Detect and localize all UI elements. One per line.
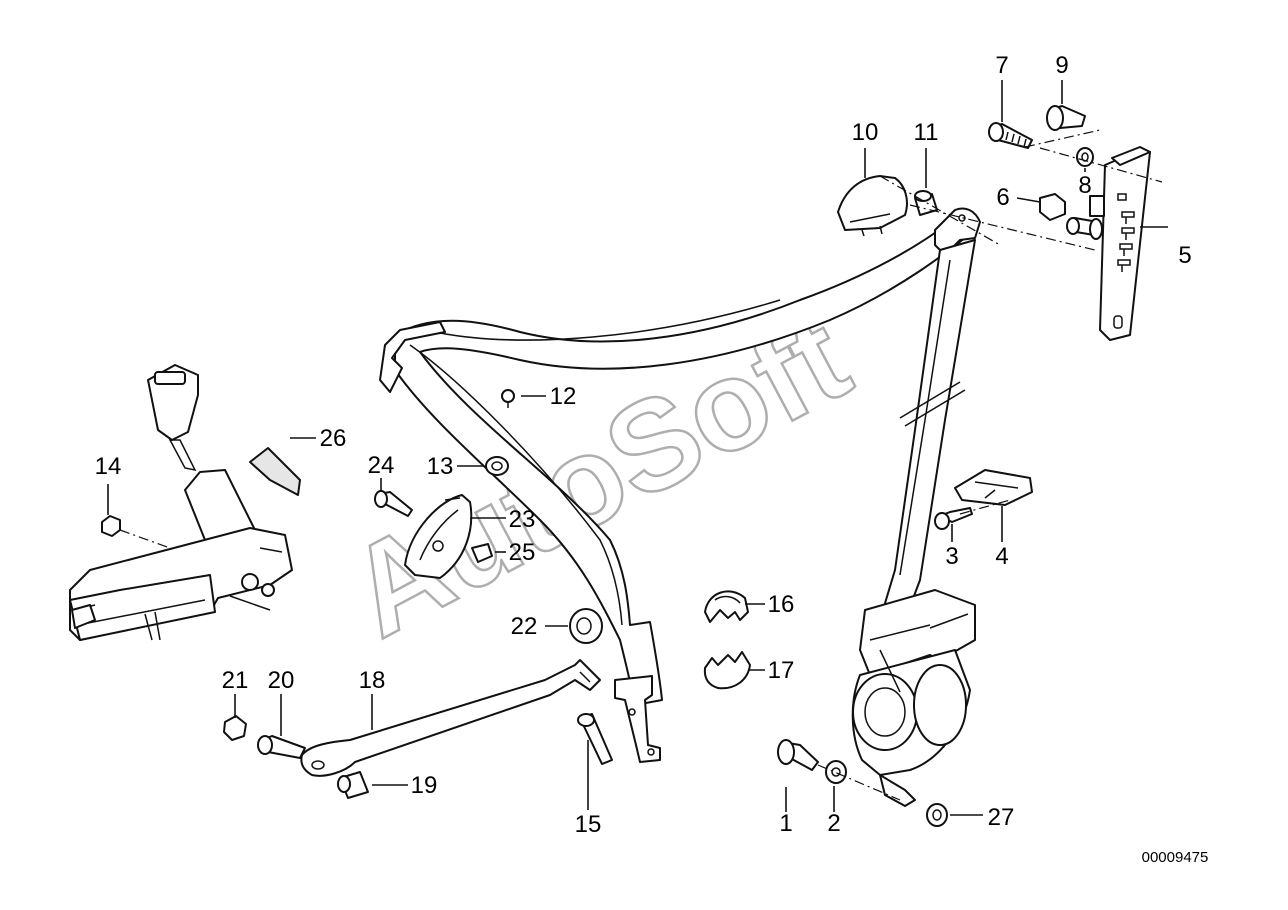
bolt-20 [257, 735, 306, 759]
buckle-assembly [69, 364, 293, 641]
slider-nut-6 [1039, 193, 1066, 221]
trim-piece-26 [249, 447, 301, 496]
callout-20: 20 [268, 667, 295, 694]
bolt-1 [777, 739, 819, 771]
callout-26: 26 [320, 425, 347, 452]
callout-9: 9 [1055, 52, 1068, 79]
height-adjuster-rail [1089, 146, 1151, 341]
callout-24: 24 [368, 452, 395, 479]
callout-22: 22 [511, 613, 538, 640]
grommet-13 [485, 456, 509, 476]
callout-11: 11 [914, 119, 939, 146]
nut-27 [926, 803, 948, 827]
leader-lines [107, 80, 1168, 816]
callout-5: 5 [1178, 242, 1191, 269]
diagram-id: 00009475 [1142, 849, 1209, 866]
callout-1: 1 [779, 810, 792, 837]
anchor-bar-18 [300, 659, 601, 777]
callout-23: 23 [509, 506, 536, 533]
clip-16 [704, 590, 749, 623]
callout-4: 4 [995, 543, 1008, 570]
cap-12 [501, 389, 515, 408]
nut-14 [101, 515, 121, 537]
callout-8: 8 [1078, 172, 1091, 199]
anchor-cover-10 [837, 175, 908, 237]
washer-2 [825, 760, 847, 784]
callout-25: 25 [509, 539, 536, 566]
callout-14: 14 [95, 453, 122, 480]
callout-labels: 1 2 3 4 5 6 7 8 9 10 11 12 13 14 15 16 1… [95, 52, 1192, 838]
callout-3: 3 [945, 543, 958, 570]
trim-cover-23 [404, 494, 473, 579]
callout-7: 7 [995, 52, 1008, 79]
nut-21 [223, 715, 247, 741]
belt-retractor [851, 589, 976, 807]
sleeve-19 [337, 771, 369, 799]
callout-15: 15 [575, 811, 602, 838]
bolt-15 [577, 713, 613, 765]
spacer-sleeve-11 [914, 190, 938, 216]
bolt-7 [988, 122, 1033, 149]
screw-24 [374, 490, 413, 517]
callout-19: 19 [411, 772, 438, 799]
callout-2: 2 [827, 810, 840, 837]
grommet-22 [569, 608, 603, 644]
callout-21: 21 [222, 667, 249, 694]
callout-16: 16 [768, 591, 795, 618]
callout-12: 12 [550, 383, 577, 410]
callout-6: 6 [996, 184, 1009, 211]
callout-13: 13 [427, 453, 454, 480]
clip-17 [703, 651, 751, 690]
assembly-axes [119, 129, 1163, 801]
washer-8 [1076, 147, 1094, 167]
rail-bolt [1066, 217, 1103, 240]
screw-3 [934, 507, 973, 530]
belt-guide-4 [954, 469, 1033, 506]
callout-27: 27 [988, 804, 1015, 831]
bolt-9 [1046, 105, 1086, 131]
callout-18: 18 [359, 667, 386, 694]
callout-17: 17 [768, 657, 795, 684]
callout-10: 10 [852, 119, 879, 146]
clip-nut-25 [471, 543, 493, 563]
